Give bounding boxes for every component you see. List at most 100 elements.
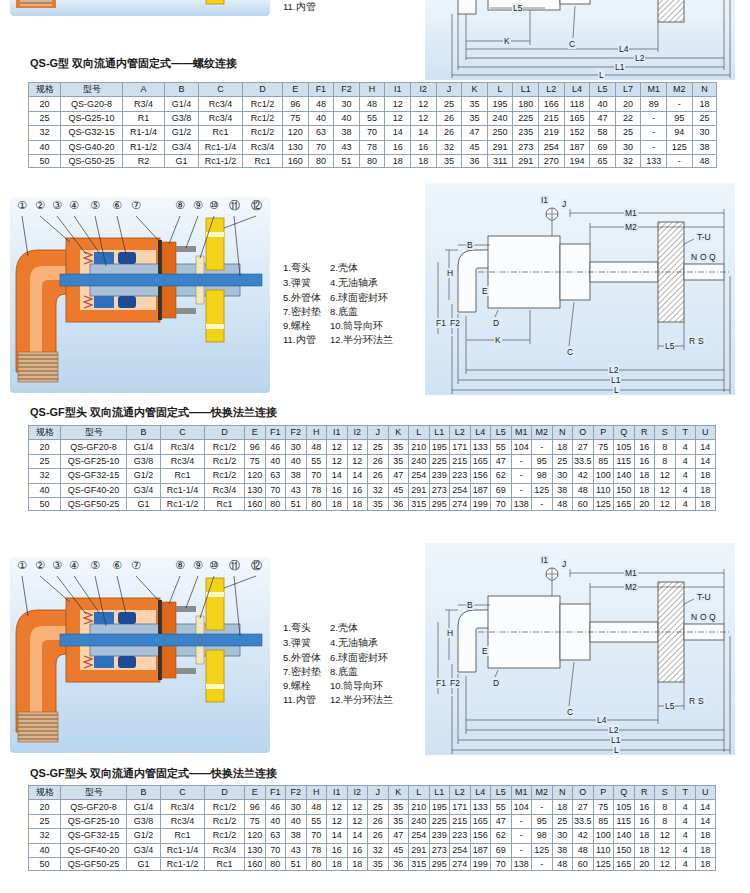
table-header-cell: H [359, 82, 385, 96]
table-cell: 219 [538, 125, 564, 139]
callout-number: ⑩ [206, 199, 222, 213]
table-cell: 94 [666, 125, 692, 139]
table-cell: 47 [388, 828, 409, 842]
table-header-cell: M2 [666, 82, 692, 96]
table-cell: 25 [28, 111, 60, 125]
table-cell: 32 [28, 125, 60, 139]
table-header-cell: P [593, 785, 614, 799]
table-cell: 80 [359, 154, 385, 168]
table-cell: 133 [470, 439, 491, 453]
table-header-cell: E [244, 425, 265, 439]
table-header-cell: L5 [490, 785, 511, 799]
table-cell: 14 [695, 799, 716, 813]
table-header-cell: N [552, 785, 573, 799]
part-name: 9.螺栓 [283, 320, 311, 332]
dimension-label: L4 [596, 715, 607, 725]
table-cell: 199 [470, 497, 491, 511]
table-cell: 20 [28, 799, 60, 813]
dimension-label: S [697, 696, 705, 706]
part-name: 12.半分环法兰 [330, 694, 393, 706]
dimension-label: F2 [449, 678, 461, 688]
table-cell: 273 [512, 140, 538, 154]
table-cell: - [531, 857, 552, 871]
table-cell: 51 [333, 154, 359, 168]
dimension-label: L1 [610, 375, 621, 385]
table-cell: 187 [470, 843, 491, 857]
table-cell: 225 [512, 111, 538, 125]
table-cell: 4 [675, 497, 696, 511]
dimension-label: E [481, 646, 489, 656]
table-cell: Rc3/4 [160, 439, 204, 453]
table-cell: - [531, 497, 552, 511]
table-cell: 16 [634, 814, 655, 828]
callout-number: ⑨ [190, 199, 206, 213]
table-cell: 104 [511, 799, 532, 813]
callout-number: ③ [49, 559, 65, 573]
dimension-line [458, 67, 724, 68]
dimension-label: T-U [696, 232, 712, 242]
dimension-label: S [697, 336, 705, 346]
table-cell: - [511, 454, 532, 468]
table-cell: 171 [449, 799, 470, 813]
dimension-label: O [699, 612, 708, 622]
dimension-label: K [494, 335, 502, 345]
section2-extra-dimensions [466, 310, 530, 344]
table-cell: 105 [613, 439, 634, 453]
table-cell: 115 [613, 814, 634, 828]
table-cell: 20 [28, 96, 60, 110]
table-cell: 315 [408, 497, 429, 511]
table-cell: - [666, 96, 692, 110]
table-cell: 225 [429, 814, 450, 828]
table-cell: QS-G25-10 [60, 111, 122, 125]
table-cell: 48 [306, 799, 327, 813]
table-cell: 14 [695, 454, 716, 468]
table-cell: 25 [552, 814, 573, 828]
table-cell: 47 [490, 454, 511, 468]
part-name: 6.球面密封环 [330, 292, 388, 304]
table-cell: 98 [531, 468, 552, 482]
table-cell: 46 [265, 799, 286, 813]
table-cell: R1-1/4 [122, 125, 164, 139]
table-cell: 4 [675, 857, 696, 871]
part-name: 4.无油轴承 [330, 637, 378, 649]
table-header-cell: L4 [470, 425, 491, 439]
extension-line [452, 14, 453, 78]
dimension-label: T-U [696, 592, 712, 602]
table-cell: Rc1-1/4 [160, 483, 204, 497]
table-cell: 240 [487, 111, 513, 125]
table-cell: Rc1/2 [204, 799, 244, 813]
table-cell: 16 [634, 799, 655, 813]
dimension-label: Q [708, 612, 717, 622]
table-cell: 165 [613, 857, 634, 871]
table-cell: 43 [333, 140, 359, 154]
dimension-label: D [492, 678, 500, 688]
table-cell: 47 [589, 111, 615, 125]
extension-line [724, 0, 725, 70]
table-header-cell: B [164, 82, 198, 96]
table-header-cell: E [282, 82, 308, 96]
table-cell: 25 [28, 814, 60, 828]
table-cell: Rc1-1/2 [160, 497, 204, 511]
table-header-cell: F2 [285, 425, 306, 439]
table-cell: 18 [634, 468, 655, 482]
table-cell: - [640, 140, 666, 154]
table-cell: 55 [306, 454, 327, 468]
part-name: 9.螺栓 [283, 680, 311, 692]
dimension-label: O [699, 252, 708, 262]
table-header-cell: L2 [538, 82, 564, 96]
table-cell: 35 [367, 497, 388, 511]
table-header-cell: J [436, 82, 462, 96]
table-cell: 55 [490, 799, 511, 813]
table-cell: 152 [564, 125, 590, 139]
dimension-label: K [503, 36, 511, 46]
table-cell: 14 [695, 814, 716, 828]
table-cell: G3/8 [126, 814, 160, 828]
table-cell: 48 [306, 439, 327, 453]
table-cell: 8 [654, 454, 675, 468]
dimension-label: L [613, 385, 620, 395]
table-header-cell: U [695, 425, 716, 439]
table-cell: 120 [244, 468, 265, 482]
table-cell: 18 [552, 439, 573, 453]
table-cell: 43 [285, 483, 306, 497]
table-cell: Rc3/4 [198, 111, 242, 125]
